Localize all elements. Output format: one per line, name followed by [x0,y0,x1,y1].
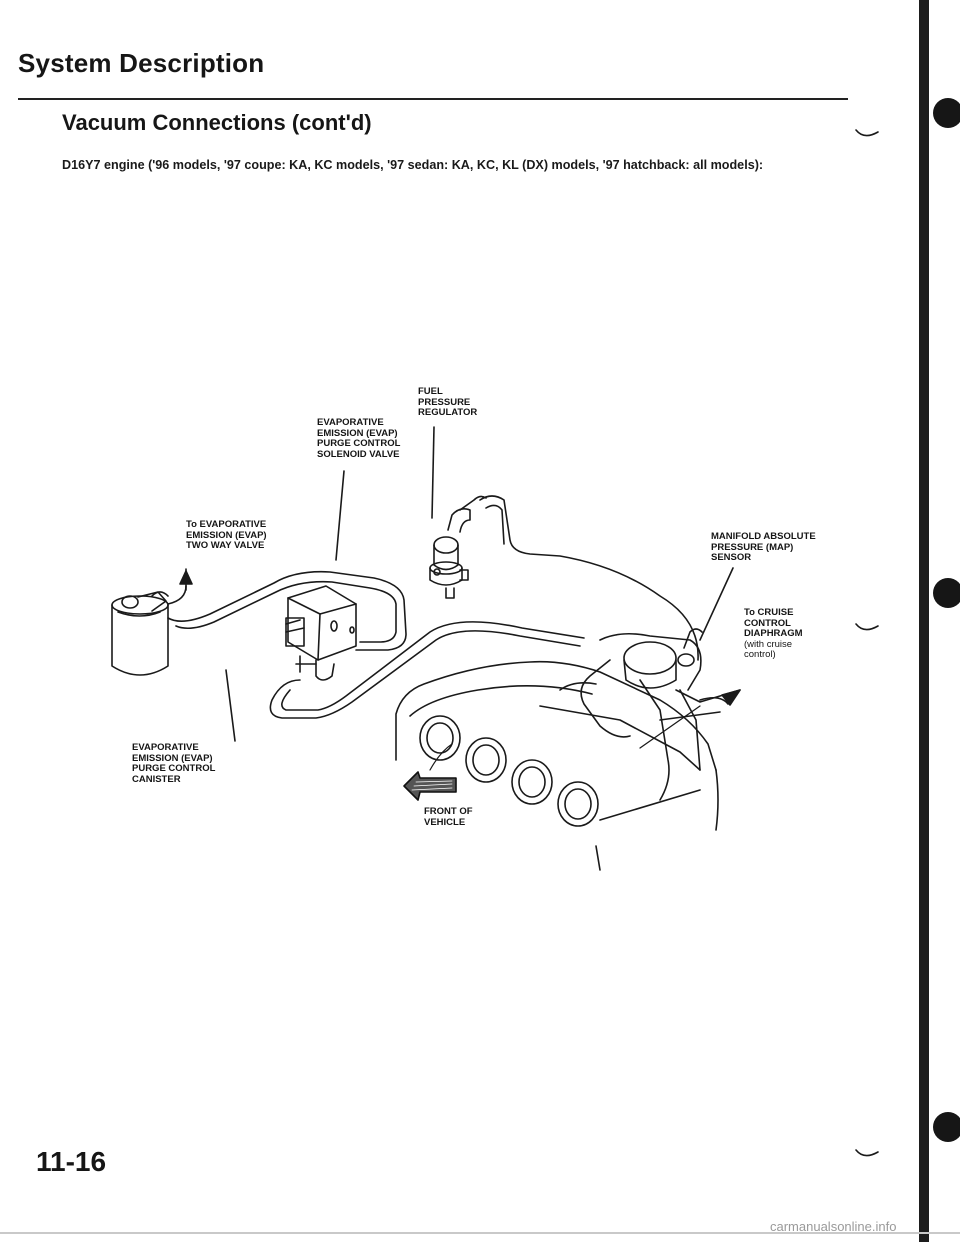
label-purge-solenoid-valve: EVAPORATIVE EMISSION (EVAP) PURGE CONTRO… [317,417,401,460]
title-divider [18,98,848,100]
binder-hole-mark [933,98,960,128]
leader-purge-solenoid [335,470,345,561]
purge-solenoid-valve [285,585,357,681]
front-arrow-icon [403,743,457,801]
section-title: Vacuum Connections (cont'd) [62,110,372,135]
runner-port [511,759,553,805]
label-front-of-vehicle: FRONT OF VEHICLE [424,806,473,828]
map-sensor-and-plenum [539,628,729,801]
runner-port [557,781,599,827]
page-edge-bar [919,0,929,1242]
page-title: System Description [18,48,265,78]
page-number: 11-16 [36,1146,107,1177]
watermark: carmanualsonline.info [770,1219,897,1234]
leader-cruise-diaphragm [639,705,701,749]
bottom-scan-edge [0,1232,960,1234]
label-evap-canister: EVAPORATIVE EMISSION (EVAP) PURGE CONTRO… [132,742,216,785]
binder-hole-mark [933,578,960,608]
label-fuel-pressure-regulator: FUEL PRESSURE REGULATOR [418,386,478,418]
intake-manifold [395,660,719,871]
engine-applicability-note: D16Y7 engine ('96 models, '97 coupe: KA,… [62,158,764,172]
evap-canister [111,591,169,676]
label-two-way-valve: To EVAPORATIVE EMISSION (EVAP) TWO WAY V… [186,519,267,551]
label-map-sensor: MANIFOLD ABSOLUTE PRESSURE (MAP) SENSOR [711,531,816,563]
leader-canister [225,669,236,742]
leader-fuel-regulator [431,426,435,519]
runner-port [419,715,461,761]
runner-port [465,737,507,783]
label-cruise-control-diaphragm: To CRUISE CONTROL DIAPHRAGM (with cruise… [744,607,803,660]
leader-map-sensor [699,567,734,641]
binder-hole-mark [933,1112,960,1142]
fuel-pressure-regulator [429,495,487,599]
